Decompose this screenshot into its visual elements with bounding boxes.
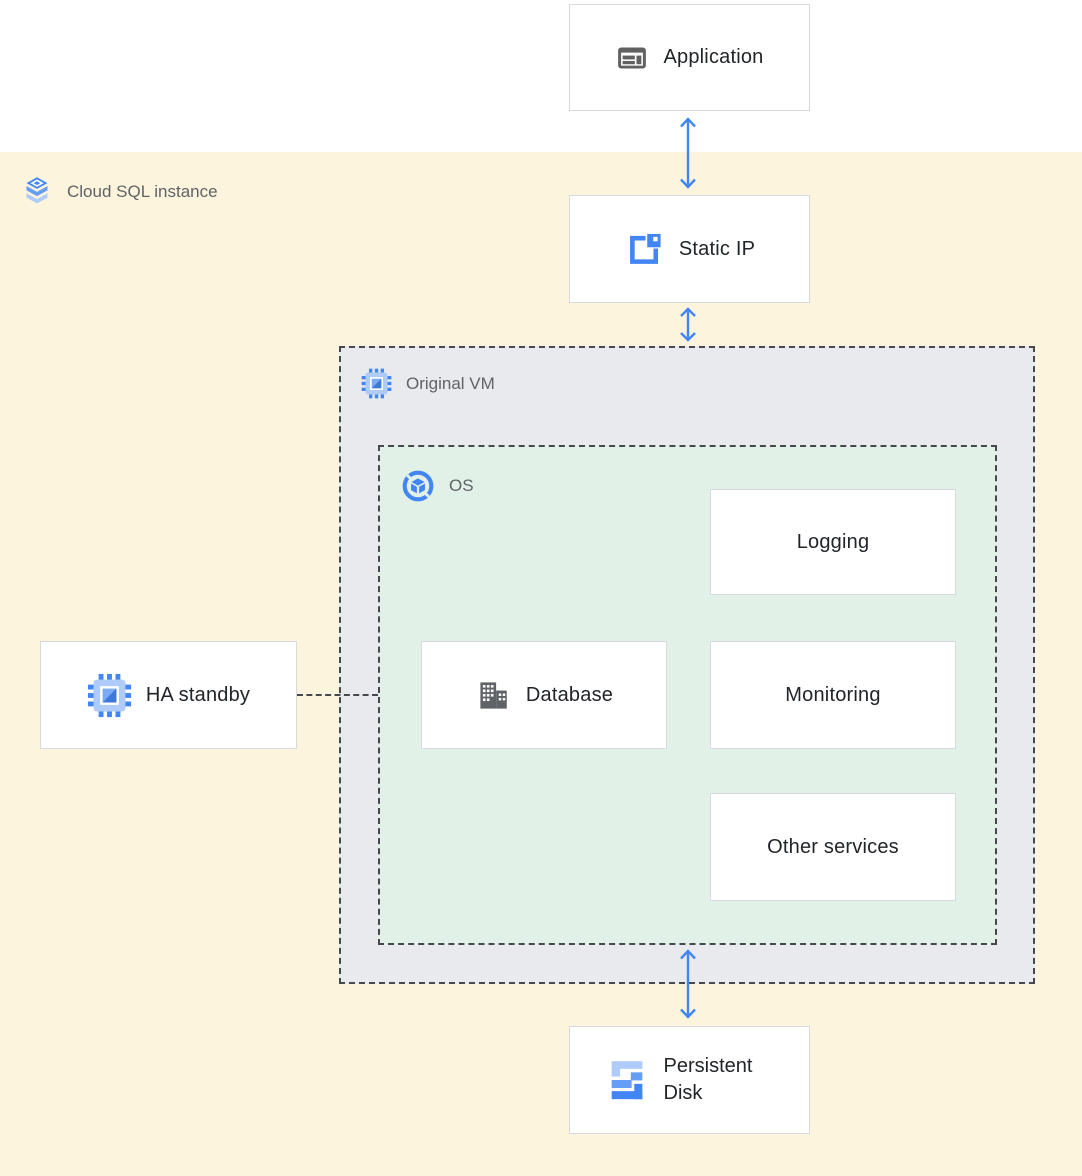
connector-ha-standby-vm (297, 694, 378, 696)
zone-label-os: OS (401, 469, 474, 503)
persistent-disk-icon (604, 1057, 650, 1103)
zone-label-original-vm-text: Original VM (406, 373, 495, 393)
compute-engine-chip-icon (87, 673, 132, 718)
database-building-icon (475, 677, 512, 714)
zone-label-os-text: OS (449, 476, 474, 495)
node-application-label: Application (663, 46, 764, 68)
node-application: Application (569, 4, 810, 111)
node-ha-standby: HA standby (40, 641, 297, 749)
node-logging-label: Logging (796, 530, 870, 553)
application-window-icon (615, 41, 649, 75)
node-static-ip: Static IP (569, 195, 810, 303)
cloud-sql-icon (23, 176, 51, 207)
node-other-services-label: Other services (767, 835, 899, 858)
node-static-ip-label: Static IP (678, 237, 756, 260)
node-other-services: Other services (710, 793, 956, 901)
node-persistent-disk: Persistent Disk (569, 1026, 810, 1134)
node-persistent-disk-label: Persistent Disk (663, 1055, 753, 1104)
external-ip-icon (624, 229, 665, 270)
compute-engine-chip-icon (361, 368, 392, 399)
node-database-label: Database (525, 683, 614, 706)
region-label-text: Cloud SQL instance (67, 181, 218, 201)
node-logging: Logging (710, 489, 956, 595)
region-label-cloud-sql-instance: Cloud SQL instance (23, 176, 218, 207)
arrow-application-static-ip (677, 116, 699, 195)
node-ha-standby-label: HA standby (145, 683, 251, 706)
zone-label-original-vm: Original VM (361, 368, 495, 399)
top-white-band (0, 0, 1082, 152)
node-monitoring: Monitoring (710, 641, 956, 749)
arrow-os-persistent-disk (677, 948, 699, 1025)
os-cube-icon (401, 469, 435, 503)
node-monitoring-label: Monitoring (785, 683, 881, 706)
arrow-static-ip-vm (677, 306, 699, 348)
node-database: Database (421, 641, 667, 749)
